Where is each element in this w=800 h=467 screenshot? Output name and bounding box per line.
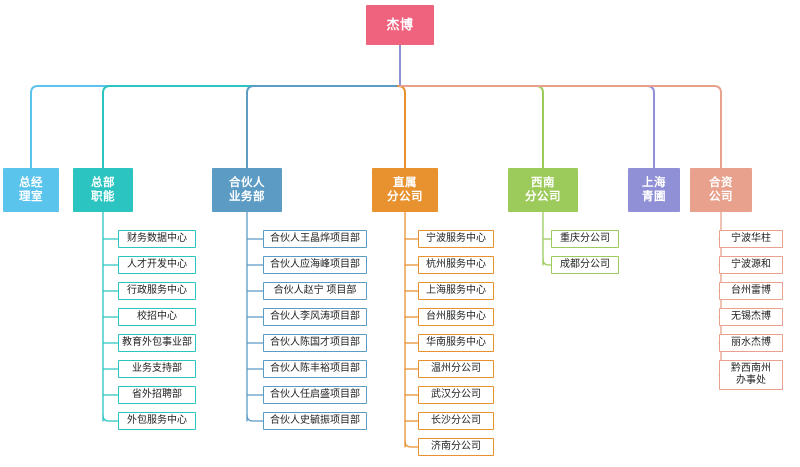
node-joint-venture[interactable]: 合资 公司 xyxy=(690,168,752,212)
node-hq-functions-child-1[interactable]: 人才开发中心 xyxy=(118,256,196,274)
connector-southwest-branch xyxy=(399,85,544,169)
node-partner-business-child-7[interactable]: 合伙人史毓振项目部 xyxy=(263,412,367,430)
node-hq-functions-child-1-label: 人才开发中心 xyxy=(127,258,187,270)
node-direct-branch-child-5-label: 温州分公司 xyxy=(431,362,481,374)
node-partner-business-child-1[interactable]: 合伙人应海峰项目部 xyxy=(263,256,367,274)
node-direct-branch-child-1[interactable]: 杭州服务中心 xyxy=(418,256,494,274)
connector-direct-branch-child-8 xyxy=(404,440,419,448)
node-southwest-branch-child-0-label: 重庆分公司 xyxy=(560,232,610,244)
node-hq-functions-child-5-label: 业务支持部 xyxy=(132,362,182,374)
node-direct-branch-child-3-label: 台州服务中心 xyxy=(426,310,486,322)
node-southwest-branch-child-1[interactable]: 成都分公司 xyxy=(551,256,619,274)
node-hq-functions-child-6[interactable]: 省外招聘部 xyxy=(118,386,196,404)
node-direct-branch-label: 直属 分公司 xyxy=(387,176,423,203)
node-shanghai-qingpu-label: 上海 青圃 xyxy=(642,176,666,203)
node-direct-branch-child-4-label: 华南服务中心 xyxy=(426,336,486,348)
node-direct-branch-child-0-label: 宁波服务中心 xyxy=(426,232,486,244)
connector-hq-functions xyxy=(102,85,401,169)
connector-hq-functions-child-7 xyxy=(102,414,119,422)
node-hq-functions-child-5[interactable]: 业务支持部 xyxy=(118,360,196,378)
node-joint-venture-child-4-label: 丽水杰博 xyxy=(731,336,771,348)
node-joint-venture-child-2-label: 台州雷博 xyxy=(731,284,771,296)
connector-joint-venture xyxy=(399,85,722,169)
node-hq-functions-child-4[interactable]: 教育外包事业部 xyxy=(118,334,196,352)
connector-direct-branch xyxy=(397,85,406,169)
node-partner-business-child-6[interactable]: 合伙人任启盛项目部 xyxy=(263,386,367,404)
node-partner-business-child-2-label: 合伙人赵宁 项目部 xyxy=(273,284,357,296)
node-joint-venture-child-1-label: 宁波源和 xyxy=(731,258,771,270)
node-direct-branch-child-2[interactable]: 上海服务中心 xyxy=(418,282,494,300)
node-partner-business-child-5-label: 合伙人陈丰裕项目部 xyxy=(270,362,360,374)
node-direct-branch-child-6-label: 武汉分公司 xyxy=(431,388,481,400)
connector-partner-business-child-7 xyxy=(246,414,264,422)
node-hq-functions-child-2[interactable]: 行政服务中心 xyxy=(118,282,196,300)
node-hq-functions-child-7-label: 外包服务中心 xyxy=(127,414,187,426)
node-partner-business-child-0[interactable]: 合伙人王晶烨项目部 xyxy=(263,230,367,248)
node-direct-branch-child-8[interactable]: 济南分公司 xyxy=(418,438,494,456)
node-direct-branch-child-7[interactable]: 长沙分公司 xyxy=(418,412,494,430)
node-southwest-branch-label: 西南 分公司 xyxy=(525,176,561,203)
node-root-label: 杰博 xyxy=(386,16,414,32)
node-hq-functions-child-3[interactable]: 校招中心 xyxy=(118,308,196,326)
node-direct-branch-child-0[interactable]: 宁波服务中心 xyxy=(418,230,494,248)
node-southwest-branch[interactable]: 西南 分公司 xyxy=(508,168,578,212)
node-general-manager-office[interactable]: 总经 理室 xyxy=(3,168,59,212)
node-partner-business-child-3[interactable]: 合伙人李风涛项目部 xyxy=(263,308,367,326)
node-partner-business-child-0-label: 合伙人王晶烨项目部 xyxy=(270,232,360,244)
node-joint-venture-child-5[interactable]: 黔西南州 办事处 xyxy=(719,360,783,390)
node-joint-venture-label: 合资 公司 xyxy=(709,176,733,203)
node-hq-functions-label: 总部 职能 xyxy=(91,176,115,203)
node-direct-branch-child-3[interactable]: 台州服务中心 xyxy=(418,308,494,326)
connector-partner-business xyxy=(246,85,401,169)
node-partner-business-child-4[interactable]: 合伙人陈国才项目部 xyxy=(263,334,367,352)
node-southwest-branch-child-1-label: 成都分公司 xyxy=(560,258,610,270)
node-partner-business[interactable]: 合伙人 业务部 xyxy=(212,168,282,212)
node-general-manager-office-label: 总经 理室 xyxy=(19,176,43,203)
node-hq-functions-child-7[interactable]: 外包服务中心 xyxy=(118,412,196,430)
node-hq-functions-child-0-label: 财务数据中心 xyxy=(127,232,187,244)
node-direct-branch[interactable]: 直属 分公司 xyxy=(372,168,438,212)
node-direct-branch-child-7-label: 长沙分公司 xyxy=(431,414,481,426)
node-joint-venture-child-5-label: 黔西南州 办事处 xyxy=(731,362,771,387)
node-joint-venture-child-4[interactable]: 丽水杰博 xyxy=(719,334,783,352)
node-partner-business-child-5[interactable]: 合伙人陈丰裕项目部 xyxy=(263,360,367,378)
node-hq-functions-child-2-label: 行政服务中心 xyxy=(127,284,187,296)
node-direct-branch-child-5[interactable]: 温州分公司 xyxy=(418,360,494,378)
node-partner-business-child-1-label: 合伙人应海峰项目部 xyxy=(270,258,360,270)
node-hq-functions-child-6-label: 省外招聘部 xyxy=(132,388,182,400)
node-partner-business-child-2[interactable]: 合伙人赵宁 项目部 xyxy=(263,282,367,300)
node-southwest-branch-child-0[interactable]: 重庆分公司 xyxy=(551,230,619,248)
node-joint-venture-child-3-label: 无锡杰博 xyxy=(731,310,771,322)
node-joint-venture-child-3[interactable]: 无锡杰博 xyxy=(719,308,783,326)
node-partner-business-label: 合伙人 业务部 xyxy=(229,176,265,203)
node-shanghai-qingpu[interactable]: 上海 青圃 xyxy=(628,168,680,212)
node-joint-venture-child-0[interactable]: 宁波华柱 xyxy=(719,230,783,248)
connector-shanghai-qingpu xyxy=(399,85,655,169)
node-hq-functions-child-3-label: 校招中心 xyxy=(137,310,177,322)
node-partner-business-child-7-label: 合伙人史毓振项目部 xyxy=(270,414,360,426)
node-joint-venture-child-0-label: 宁波华柱 xyxy=(731,232,771,244)
node-joint-venture-child-2[interactable]: 台州雷博 xyxy=(719,282,783,300)
node-joint-venture-child-1[interactable]: 宁波源和 xyxy=(719,256,783,274)
node-hq-functions-child-4-label: 教育外包事业部 xyxy=(122,336,192,348)
node-hq-functions-child-0[interactable]: 财务数据中心 xyxy=(118,230,196,248)
connector-southwest-branch-child-1 xyxy=(542,258,552,266)
node-direct-branch-child-2-label: 上海服务中心 xyxy=(426,284,486,296)
connector-general-manager-office xyxy=(30,85,401,169)
node-direct-branch-child-8-label: 济南分公司 xyxy=(431,440,481,452)
node-partner-business-child-4-label: 合伙人陈国才项目部 xyxy=(270,336,360,348)
node-direct-branch-child-6[interactable]: 武汉分公司 xyxy=(418,386,494,404)
node-partner-business-child-6-label: 合伙人任启盛项目部 xyxy=(270,388,360,400)
node-hq-functions[interactable]: 总部 职能 xyxy=(73,168,133,212)
node-direct-branch-child-4[interactable]: 华南服务中心 xyxy=(418,334,494,352)
node-root[interactable]: 杰博 xyxy=(366,5,434,45)
node-direct-branch-child-1-label: 杭州服务中心 xyxy=(426,258,486,270)
node-partner-business-child-3-label: 合伙人李风涛项目部 xyxy=(270,310,360,322)
